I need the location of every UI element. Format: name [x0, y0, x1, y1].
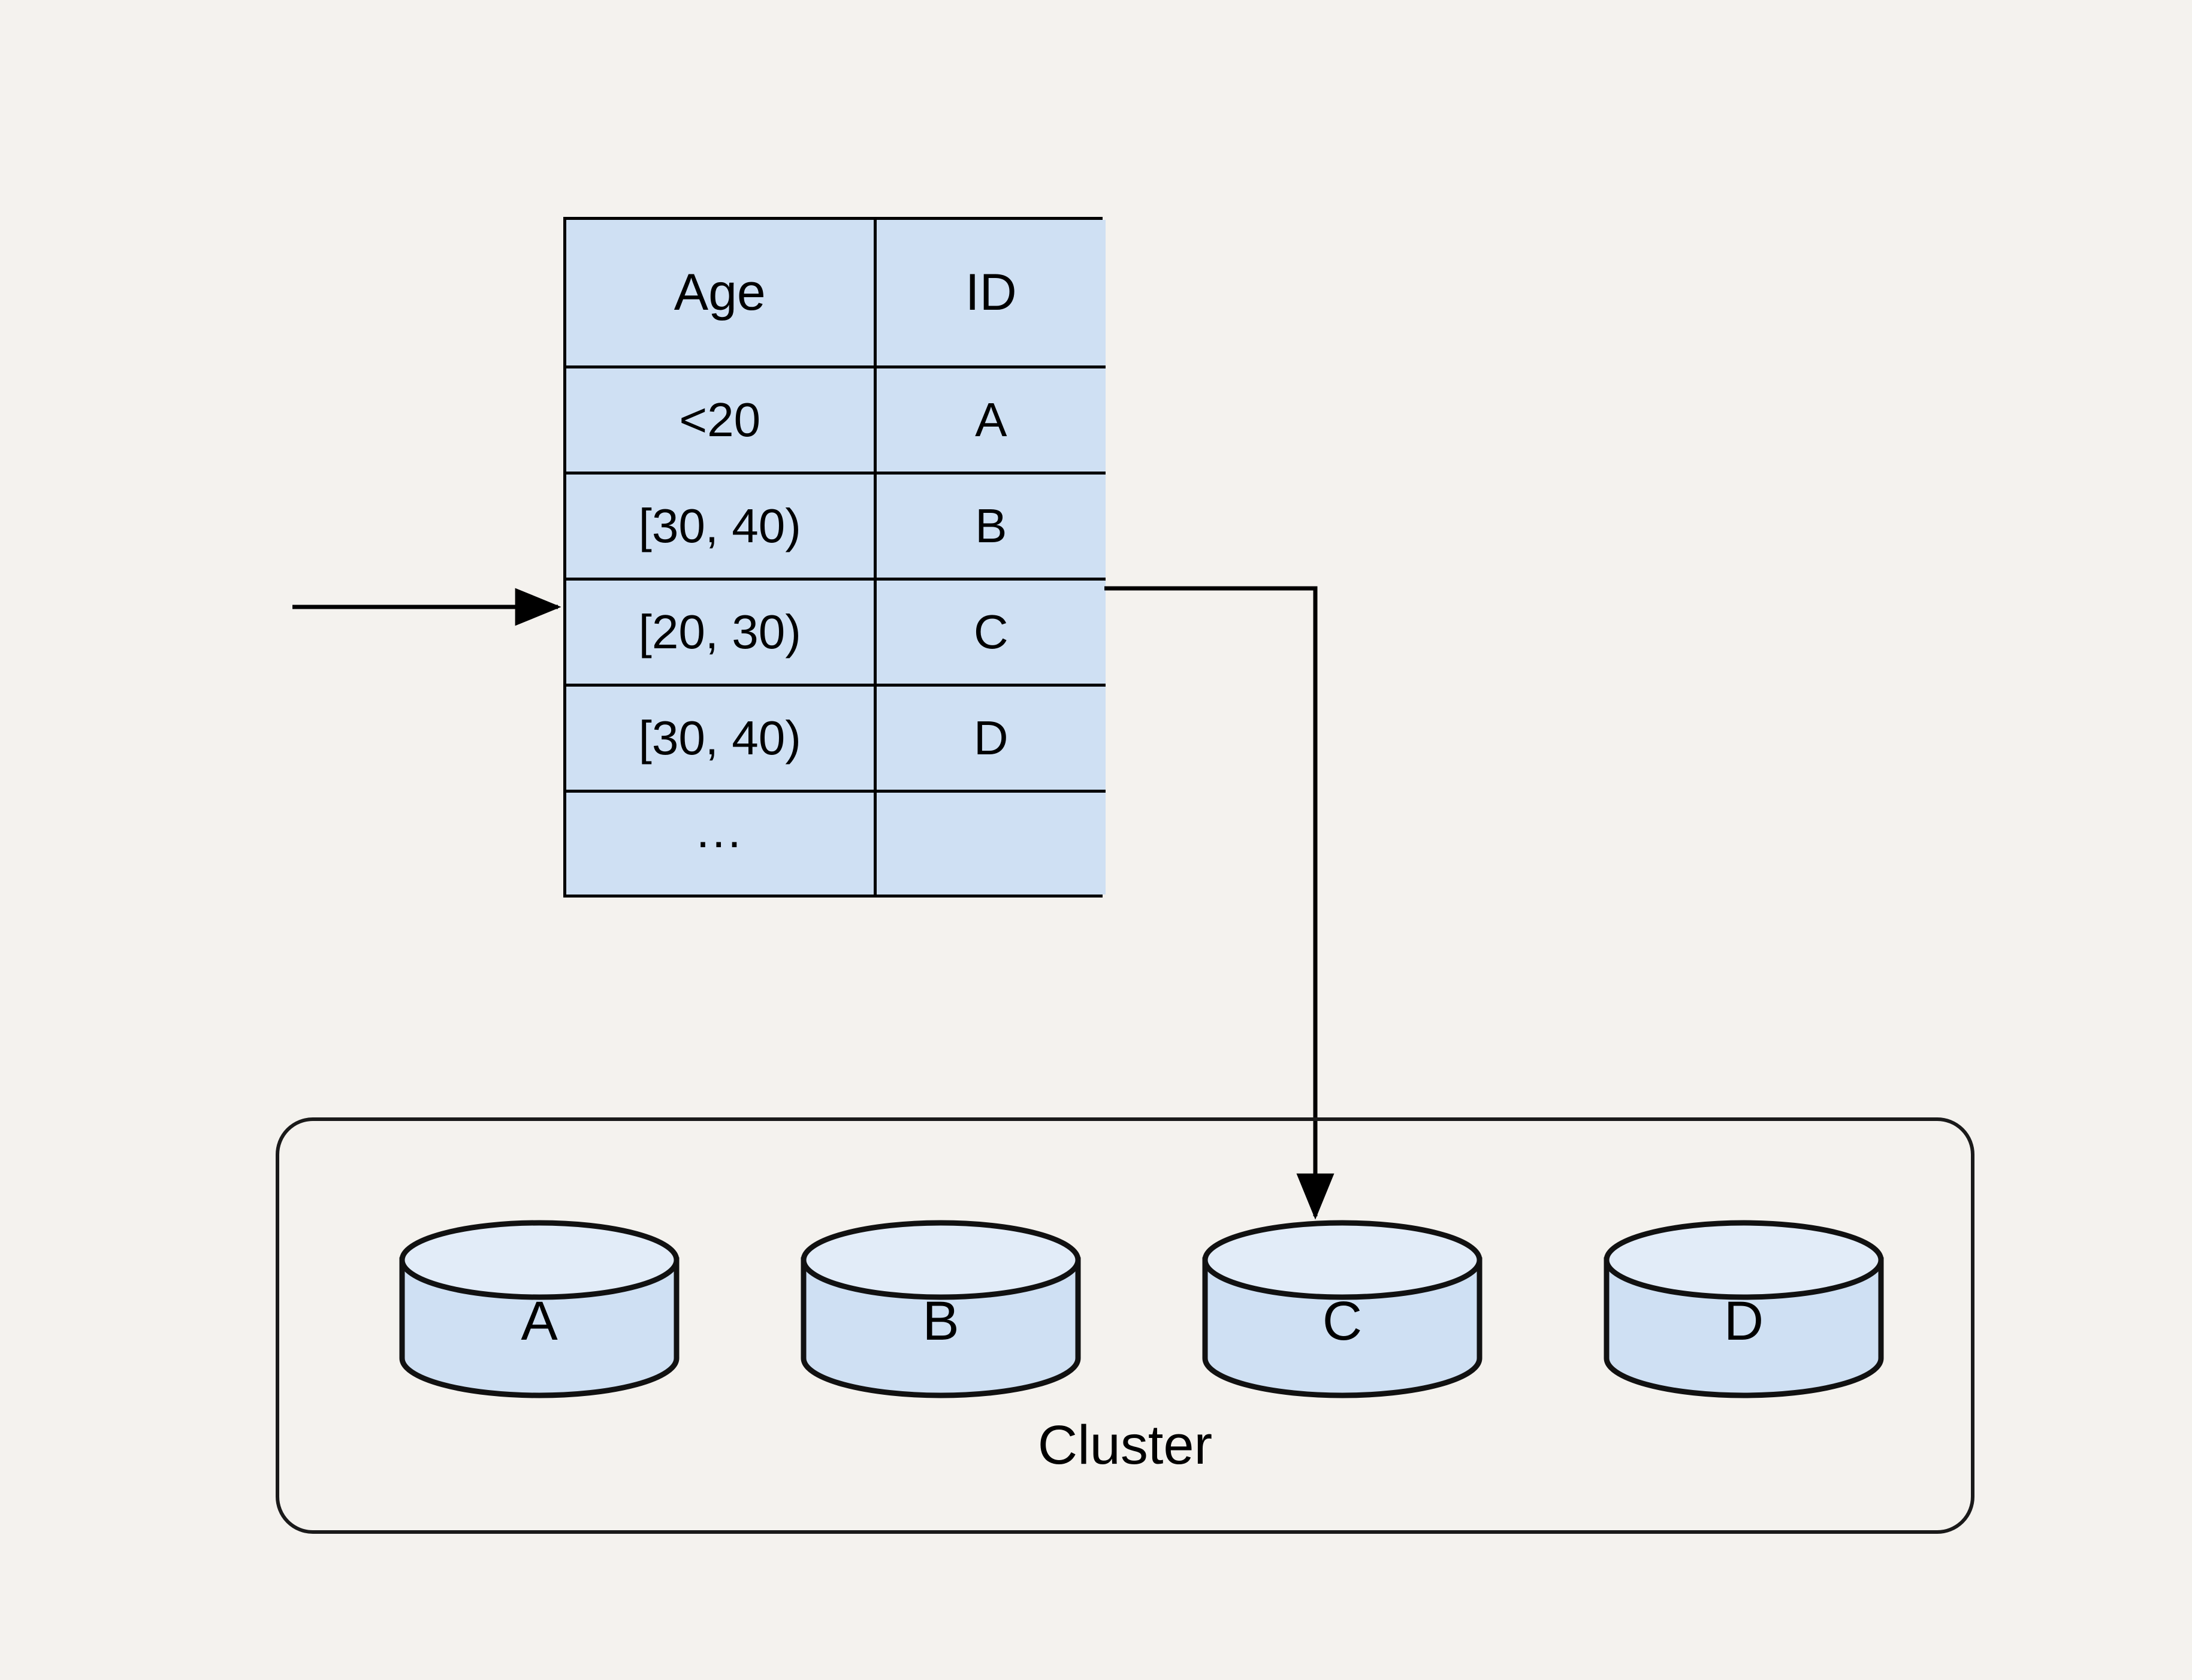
database-node-c-label: C [1322, 1290, 1363, 1352]
database-node-d-label: D [1723, 1290, 1764, 1352]
table-row-ellipsis: ... [566, 791, 1106, 895]
table-row[interactable]: <20 A [566, 367, 1106, 475]
database-cylinder-icon [1202, 1220, 1483, 1398]
table-row-highlighted[interactable]: [20, 30) C [566, 579, 1106, 687]
column-header-age: Age [566, 220, 877, 368]
table-row[interactable]: [30, 40) B [566, 473, 1106, 581]
cell-id-0: A [875, 367, 1106, 475]
database-node-b[interactable]: B [800, 1219, 1082, 1399]
column-header-id: ID [875, 220, 1106, 368]
cell-age-4: ... [566, 791, 877, 895]
cell-age-2: [20, 30) [566, 579, 877, 687]
cluster-label: Cluster [1037, 1415, 1213, 1476]
table-row[interactable]: [30, 40) D [566, 685, 1106, 793]
database-node-a-label: A [521, 1290, 558, 1352]
database-node-c[interactable]: C [1201, 1219, 1483, 1399]
database-node-d[interactable]: D [1603, 1219, 1885, 1399]
table-header-row: Age ID [566, 220, 1106, 368]
database-cylinder-icon [1604, 1220, 1884, 1398]
cell-age-1: [30, 40) [566, 473, 877, 581]
cell-id-3: D [875, 685, 1106, 793]
database-cylinder-icon [801, 1220, 1081, 1398]
cell-id-1: B [875, 473, 1106, 581]
cell-age-0: <20 [566, 367, 877, 475]
routing-table: Age ID <20 A [30, 40) B [20, 30) C [30, … [563, 217, 1106, 898]
database-node-a[interactable]: A [398, 1219, 680, 1399]
cluster-container [276, 1117, 1974, 1534]
database-node-b-label: B [922, 1290, 959, 1352]
cell-id-2: C [875, 579, 1106, 687]
cell-age-3: [30, 40) [566, 685, 877, 793]
database-cylinder-icon [399, 1220, 680, 1398]
cell-id-4 [875, 791, 1106, 895]
